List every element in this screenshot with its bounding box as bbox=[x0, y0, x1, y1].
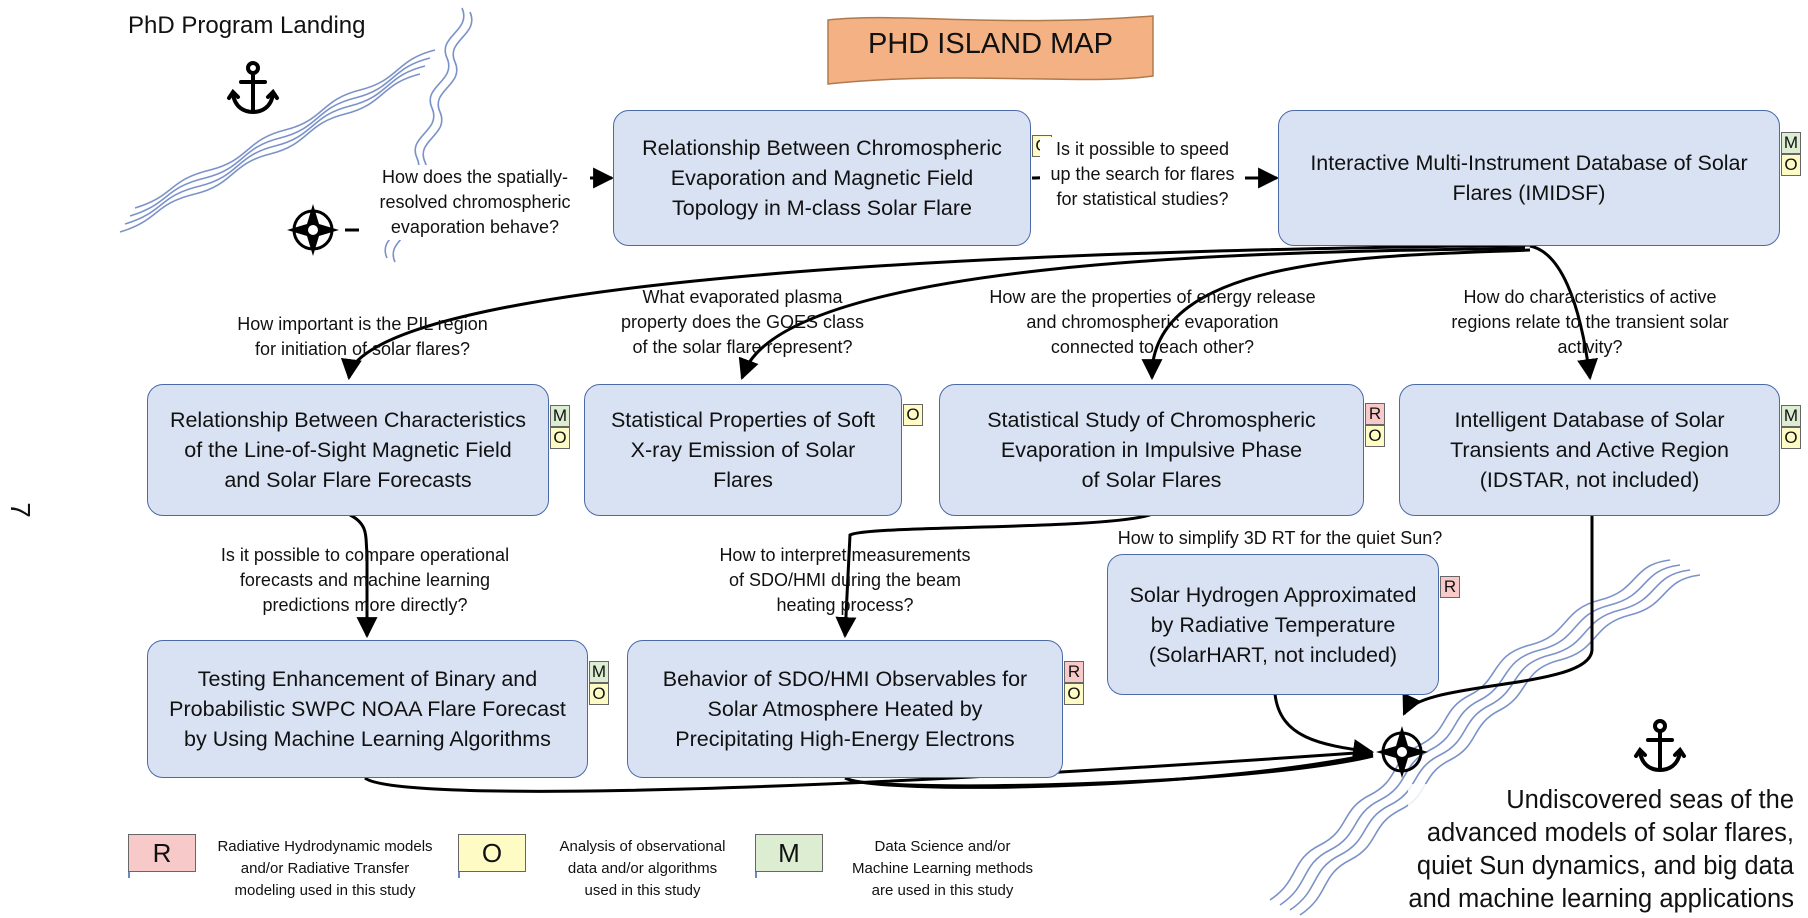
legend-flag-O: O bbox=[458, 834, 526, 872]
tag-R: R bbox=[1440, 576, 1460, 598]
box-label: Solar Hydrogen Approximated by Radiative… bbox=[1129, 582, 1417, 667]
box-chromo-topology[interactable]: Relationship Between Chromospheric Evapo… bbox=[613, 110, 1031, 246]
legend-text-M: Data Science and/or Machine Learning met… bbox=[852, 838, 1033, 899]
tag-O: O bbox=[1064, 683, 1084, 705]
tag-M: M bbox=[1781, 132, 1801, 154]
undiscovered-seas-text: Undiscovered seas of the advanced models… bbox=[1408, 784, 1794, 916]
box-soft-xray[interactable]: Statistical Properties of Soft X-ray Emi… bbox=[584, 384, 902, 516]
box-los-forecasts[interactable]: Relationship Between Characteristics of … bbox=[147, 384, 549, 516]
anchor-icon bbox=[1634, 719, 1686, 773]
question-pil: How important is the PIL region for init… bbox=[237, 314, 488, 359]
tag-O: O bbox=[1365, 425, 1385, 447]
box-label: Interactive Multi-Instrument Database of… bbox=[1310, 151, 1748, 205]
tag-M: M bbox=[550, 405, 570, 427]
legend-flag-R: R bbox=[128, 834, 196, 872]
legend-flag-M: M bbox=[755, 834, 823, 872]
tag-O: O bbox=[589, 683, 609, 705]
box-solarhart[interactable]: Solar Hydrogen Approximated by Radiative… bbox=[1107, 554, 1439, 695]
box-label: Statistical Properties of Soft X-ray Emi… bbox=[610, 408, 876, 492]
landing-label: PhD Program Landing bbox=[128, 12, 366, 39]
box-idstar[interactable]: Intelligent Database of Solar Transients… bbox=[1399, 384, 1780, 516]
banner-title: PHD ISLAND MAP bbox=[868, 28, 1113, 60]
question-compare: Is it possible to compare operational fo… bbox=[220, 545, 510, 615]
legend-text-O: Analysis of observational data and/or al… bbox=[559, 838, 726, 899]
box-label: Statistical Study of Chromospheric Evapo… bbox=[987, 408, 1316, 492]
box-imidsf[interactable]: Interactive Multi-Instrument Database of… bbox=[1278, 110, 1780, 246]
box-label: Behavior of SDO/HMI Observables for Sola… bbox=[662, 667, 1028, 751]
box-label: Relationship Between Characteristics of … bbox=[169, 408, 527, 492]
compass-rose-icon bbox=[1376, 726, 1428, 778]
box-swpc-ml[interactable]: Testing Enhancement of Binary and Probab… bbox=[147, 640, 588, 778]
question-3drt: How to simplify 3D RT for the quiet Sun? bbox=[1117, 528, 1443, 548]
tag-M: M bbox=[589, 661, 609, 683]
tag-R: R bbox=[1365, 403, 1385, 425]
question-energy: How are the properties of energy release… bbox=[989, 287, 1316, 357]
tag-R: R bbox=[1064, 661, 1084, 683]
question-speed: Is it possible to speed up the search fo… bbox=[1040, 137, 1245, 212]
tag-O: O bbox=[1781, 154, 1801, 176]
box-sdo-hmi[interactable]: Behavior of SDO/HMI Observables for Sola… bbox=[627, 640, 1063, 778]
side-page-mark: 7 bbox=[4, 502, 36, 518]
tag-O: O bbox=[550, 427, 570, 449]
wave-lines-icon bbox=[119, 49, 436, 233]
question-spatial: How does the spatially- resolved chromos… bbox=[360, 165, 590, 240]
question-active: How do characteristics of active regions… bbox=[1451, 287, 1729, 357]
question-interpret: How to interpret measurements of SDO/HMI… bbox=[719, 545, 971, 615]
anchor-icon bbox=[227, 61, 279, 115]
box-chromo-impulsive[interactable]: Statistical Study of Chromospheric Evapo… bbox=[939, 384, 1364, 516]
title-banner bbox=[827, 15, 1154, 85]
box-label: Testing Enhancement of Binary and Probab… bbox=[169, 667, 566, 751]
question-goes: What evaporated plasma property does the… bbox=[620, 287, 865, 357]
compass-rose-icon bbox=[287, 204, 339, 256]
box-label: Intelligent Database of Solar Transients… bbox=[1450, 408, 1729, 492]
tag-M: M bbox=[1781, 405, 1801, 427]
box-label: Relationship Between Chromospheric Evapo… bbox=[642, 136, 1002, 220]
tag-O: O bbox=[1781, 427, 1801, 449]
tag-O: O bbox=[903, 404, 923, 426]
wave-lines-icon bbox=[1269, 559, 1701, 916]
legend-text-R: Radiative Hydrodynamic models and/or Rad… bbox=[217, 838, 433, 899]
